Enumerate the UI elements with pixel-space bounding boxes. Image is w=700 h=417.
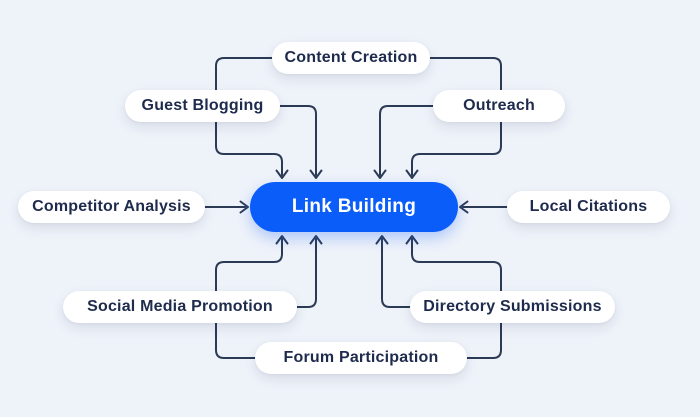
arrowhead-down-icon bbox=[275, 169, 289, 179]
arrowhead-up-icon bbox=[375, 235, 389, 245]
edge-directory-submissions bbox=[381, 238, 411, 308]
node-outreach: Outreach bbox=[433, 90, 565, 122]
arrowhead-up-icon bbox=[275, 235, 289, 245]
arrowhead-left-icon bbox=[459, 200, 469, 214]
node-directory-submissions: Directory Submissions bbox=[410, 291, 615, 323]
node-link-building: Link Building bbox=[250, 182, 458, 232]
edge-guest-blogging bbox=[279, 105, 317, 176]
arrowhead-down-icon bbox=[405, 169, 419, 179]
edge-social-media-promotion bbox=[296, 238, 317, 308]
arrowhead-up-icon bbox=[405, 235, 419, 245]
node-guest-blogging: Guest Blogging bbox=[125, 90, 280, 122]
node-content-creation: Content Creation bbox=[272, 42, 430, 74]
node-forum-participation: Forum Participation bbox=[255, 342, 467, 374]
edge-forum-participation-left bbox=[215, 238, 283, 359]
arrowhead-up-icon bbox=[309, 235, 323, 245]
node-social-media-promotion: Social Media Promotion bbox=[63, 291, 297, 323]
arrowhead-down-icon bbox=[373, 169, 387, 179]
edge-content-creation-left bbox=[215, 57, 283, 176]
arrowhead-down-icon bbox=[309, 169, 323, 179]
edge-forum-participation-right bbox=[411, 238, 502, 359]
edge-content-creation-right bbox=[411, 57, 502, 176]
edge-outreach bbox=[379, 105, 434, 176]
node-competitor-analysis: Competitor Analysis bbox=[18, 191, 205, 223]
node-local-citations: Local Citations bbox=[507, 191, 670, 223]
arrowhead-right-icon bbox=[239, 200, 249, 214]
connectors bbox=[204, 57, 508, 359]
